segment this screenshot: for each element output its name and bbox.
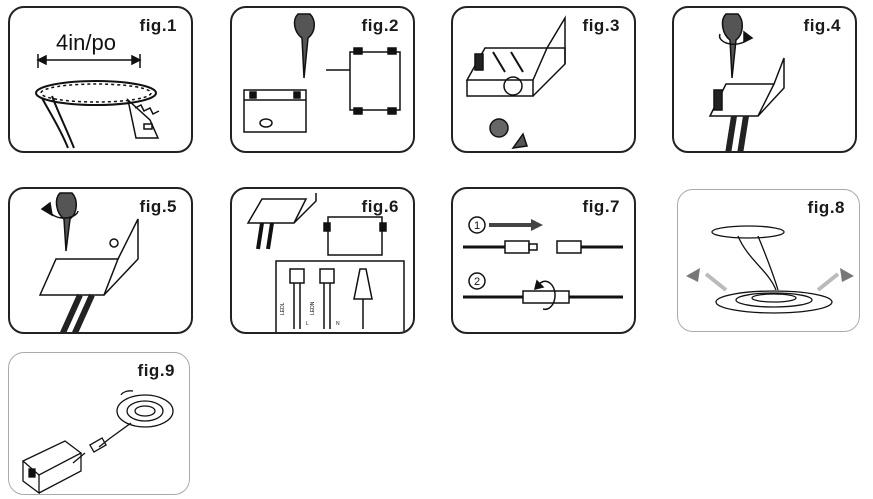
assembled-fixture-illustration (21, 390, 174, 494)
figure-label: fig.3 (582, 16, 620, 35)
wire-label-led-neutral: LEDN (310, 301, 316, 315)
figure-label: fig.9 (137, 361, 175, 380)
figure-panel-3: fig.3 (451, 6, 636, 153)
figure-label: fig.1 (139, 16, 177, 35)
figure-panel-1: fig.1 4in/po (8, 6, 193, 153)
figure-label: fig.4 (803, 16, 841, 35)
figure-label: fig.6 (361, 197, 399, 216)
figure-panel-8: fig.8 (677, 189, 860, 332)
tighten-clamp-illustration (38, 192, 139, 332)
connector-join-illustration: 1 2 (463, 216, 623, 311)
wire-label-live: L (306, 321, 309, 327)
figure-panel-6: fig.6 LEDL LEDN L N (230, 187, 415, 334)
knockout-removal-illustration (465, 15, 566, 149)
wire-label-led-live: LEDL (280, 302, 286, 315)
hole-size-annotation: 4in/po (56, 30, 116, 55)
step-number-one: 1 (474, 220, 480, 232)
cable-clamp-illustration (708, 13, 785, 151)
figure-label: fig.5 (139, 197, 177, 216)
step-number-two: 2 (474, 276, 480, 288)
wire-label-neutral: N (336, 321, 340, 327)
ceiling-mount-illustration (686, 225, 854, 314)
cut-hole-illustration (35, 54, 160, 149)
junction-box-open-illustration (243, 13, 401, 133)
figure-panel-4: fig.4 (672, 6, 857, 153)
figure-panel-2: fig.2 (230, 6, 415, 153)
figure-panel-7: fig.7 1 2 (451, 187, 636, 334)
figure-label: fig.7 (582, 197, 620, 216)
figure-label: fig.8 (807, 198, 845, 217)
wiring-illustration: LEDL LEDN L N (246, 193, 405, 332)
figure-panel-9: fig.9 (8, 352, 190, 495)
figure-panel-5: fig.5 (8, 187, 193, 334)
figure-label: fig.2 (361, 16, 399, 35)
